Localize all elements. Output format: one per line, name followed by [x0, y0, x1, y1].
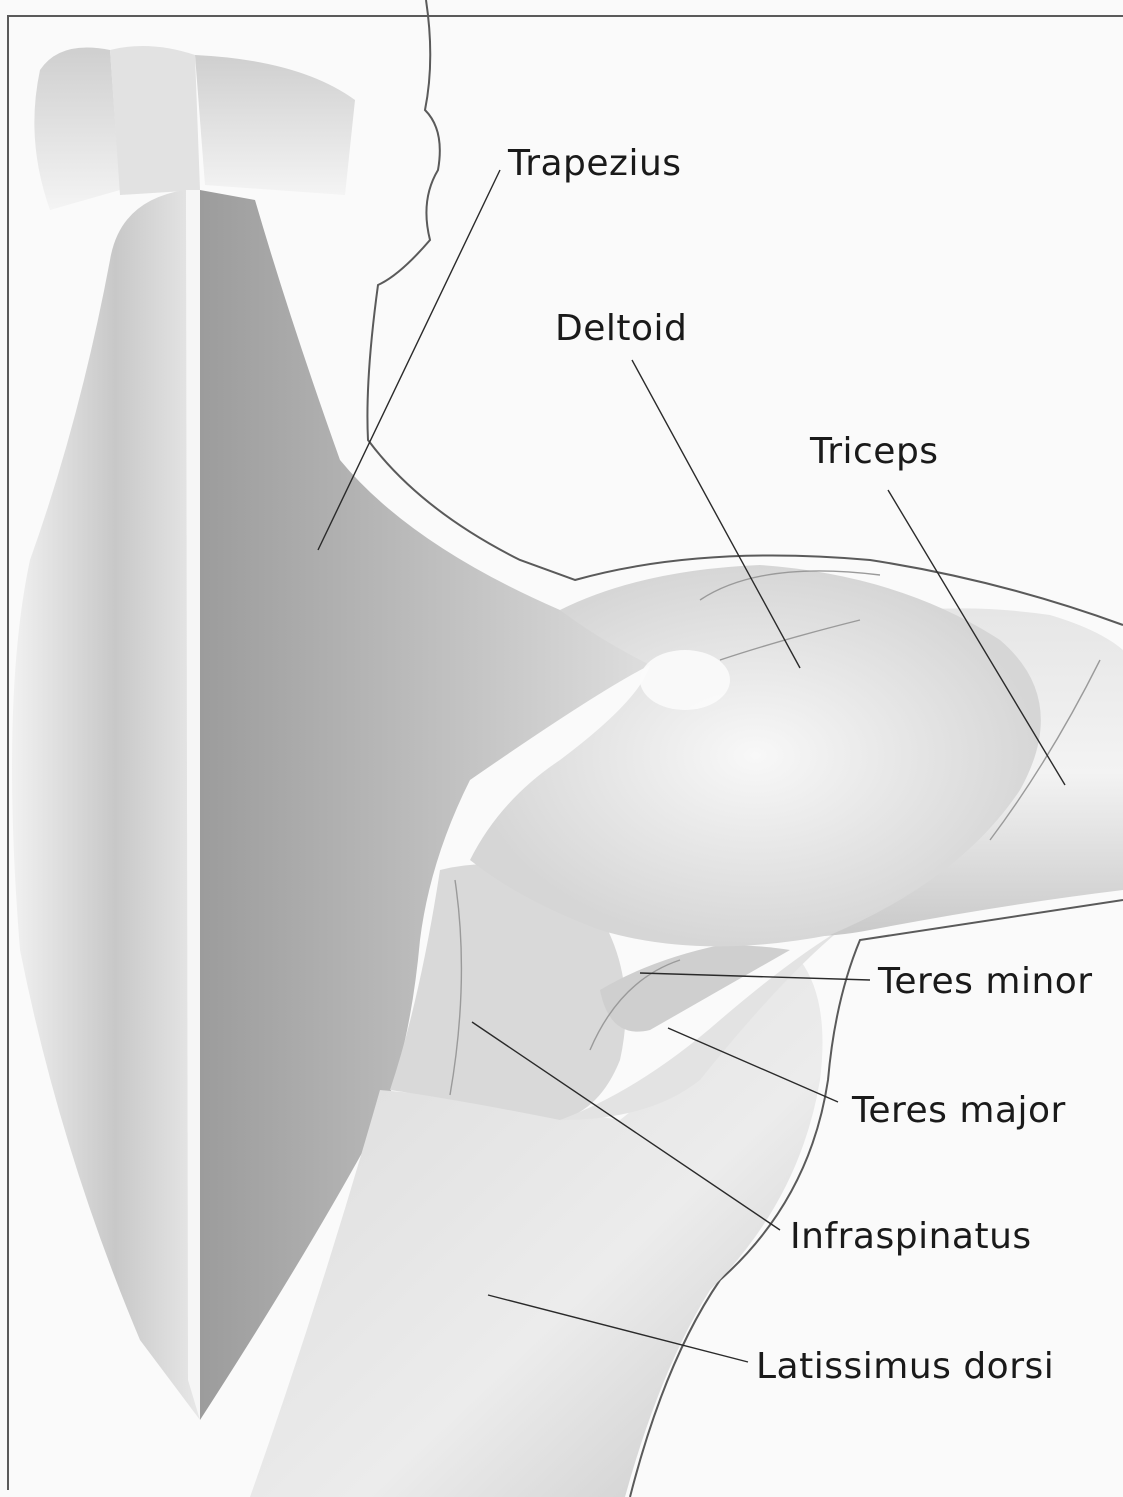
label-teres-major: Teres major — [851, 1090, 1066, 1131]
spine-highlight — [186, 190, 200, 1420]
label-infraspinatus: Infraspinatus — [790, 1216, 1032, 1257]
label-triceps: Triceps — [809, 431, 939, 472]
label-trapezius: Trapezius — [507, 143, 682, 184]
label-teres-minor: Teres minor — [877, 961, 1093, 1002]
label-latissimus-dorsi: Latissimus dorsi — [756, 1346, 1054, 1387]
shoulder-highlight — [640, 650, 730, 710]
label-deltoid: Deltoid — [555, 308, 687, 349]
